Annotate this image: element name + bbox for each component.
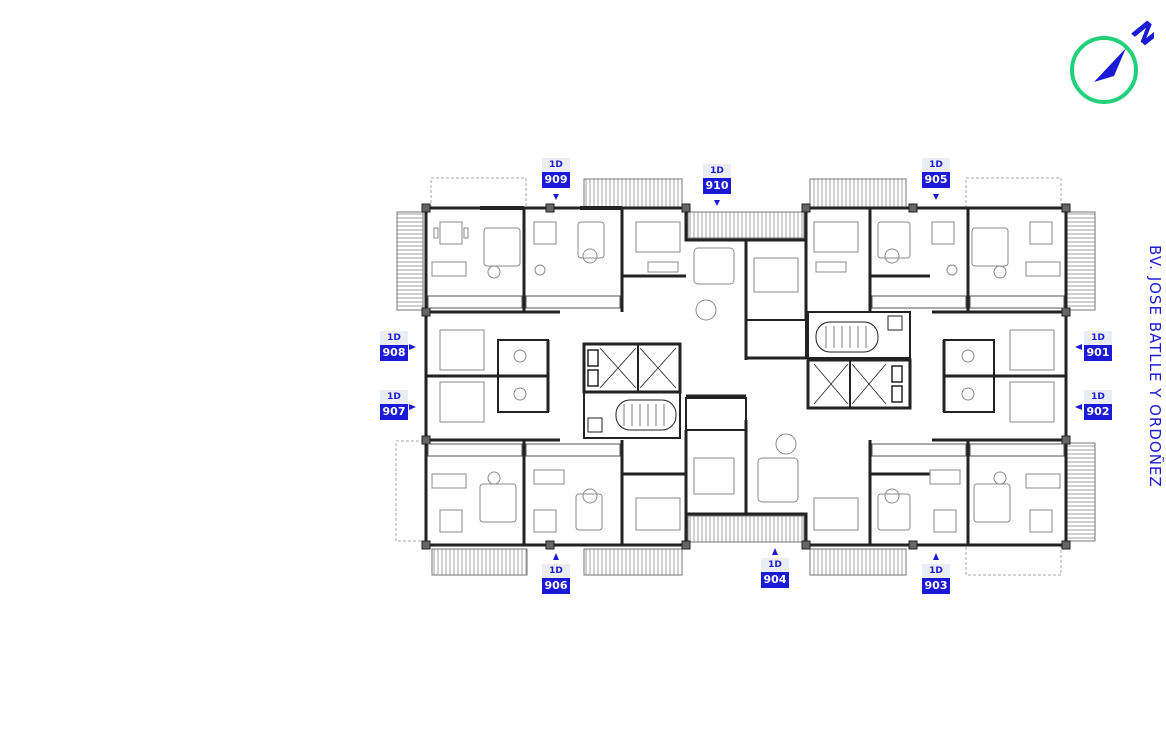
unit-type: 1D [761,558,789,572]
unit-number: 910 [703,178,731,194]
elevator-core-west [582,342,682,439]
interior-walls [426,206,1066,545]
street-label: BV. JOSE BATLLE Y ORDOÑEZ [1146,245,1164,488]
unit-number: 906 [542,578,570,594]
unit-tag-904[interactable]: 1D 904 [761,558,789,588]
unit-tag-905[interactable]: 1D 905 [922,158,950,188]
unit-type: 1D [1084,331,1112,345]
unit-number: 907 [380,404,408,420]
unit-number: 904 [761,572,789,588]
elevator-core-east [806,311,912,410]
furniture [431,221,1061,533]
unit-tag-909[interactable]: 1D 909 [542,158,570,188]
unit-type: 1D [922,158,950,172]
unit-type: 1D [542,158,570,172]
unit-number: 909 [542,172,570,188]
unit-number: 901 [1084,345,1112,361]
unit-number: 902 [1084,404,1112,420]
unit-tag-907[interactable]: 1D 907 [380,390,408,420]
unit-number: 905 [922,172,950,188]
balconies [396,178,1096,576]
unit-number: 908 [380,345,408,361]
unit-tag-908[interactable]: 1D 908 [380,331,408,361]
unit-type: 1D [542,564,570,578]
compass-needle [1094,48,1126,82]
unit-type: 1D [380,331,408,345]
bathrooms [497,319,995,431]
columns [421,203,1071,550]
unit-type: 1D [380,390,408,404]
unit-tag-901[interactable]: 1D 901 [1084,331,1112,361]
unit-type: 1D [1084,390,1112,404]
unit-number: 903 [922,578,950,594]
kitchen-counters [427,295,1065,457]
compass-label: N [1126,13,1154,53]
unit-tag-902[interactable]: 1D 902 [1084,390,1112,420]
unit-tag-906[interactable]: 1D 906 [542,564,570,594]
unit-tag-903[interactable]: 1D 903 [922,564,950,594]
compass-ring [1070,36,1138,104]
unit-tag-910[interactable]: 1D 910 [703,164,731,194]
unit-type: 1D [922,564,950,578]
unit-type: 1D [703,164,731,178]
north-arrow-icon: N [1070,13,1154,104]
